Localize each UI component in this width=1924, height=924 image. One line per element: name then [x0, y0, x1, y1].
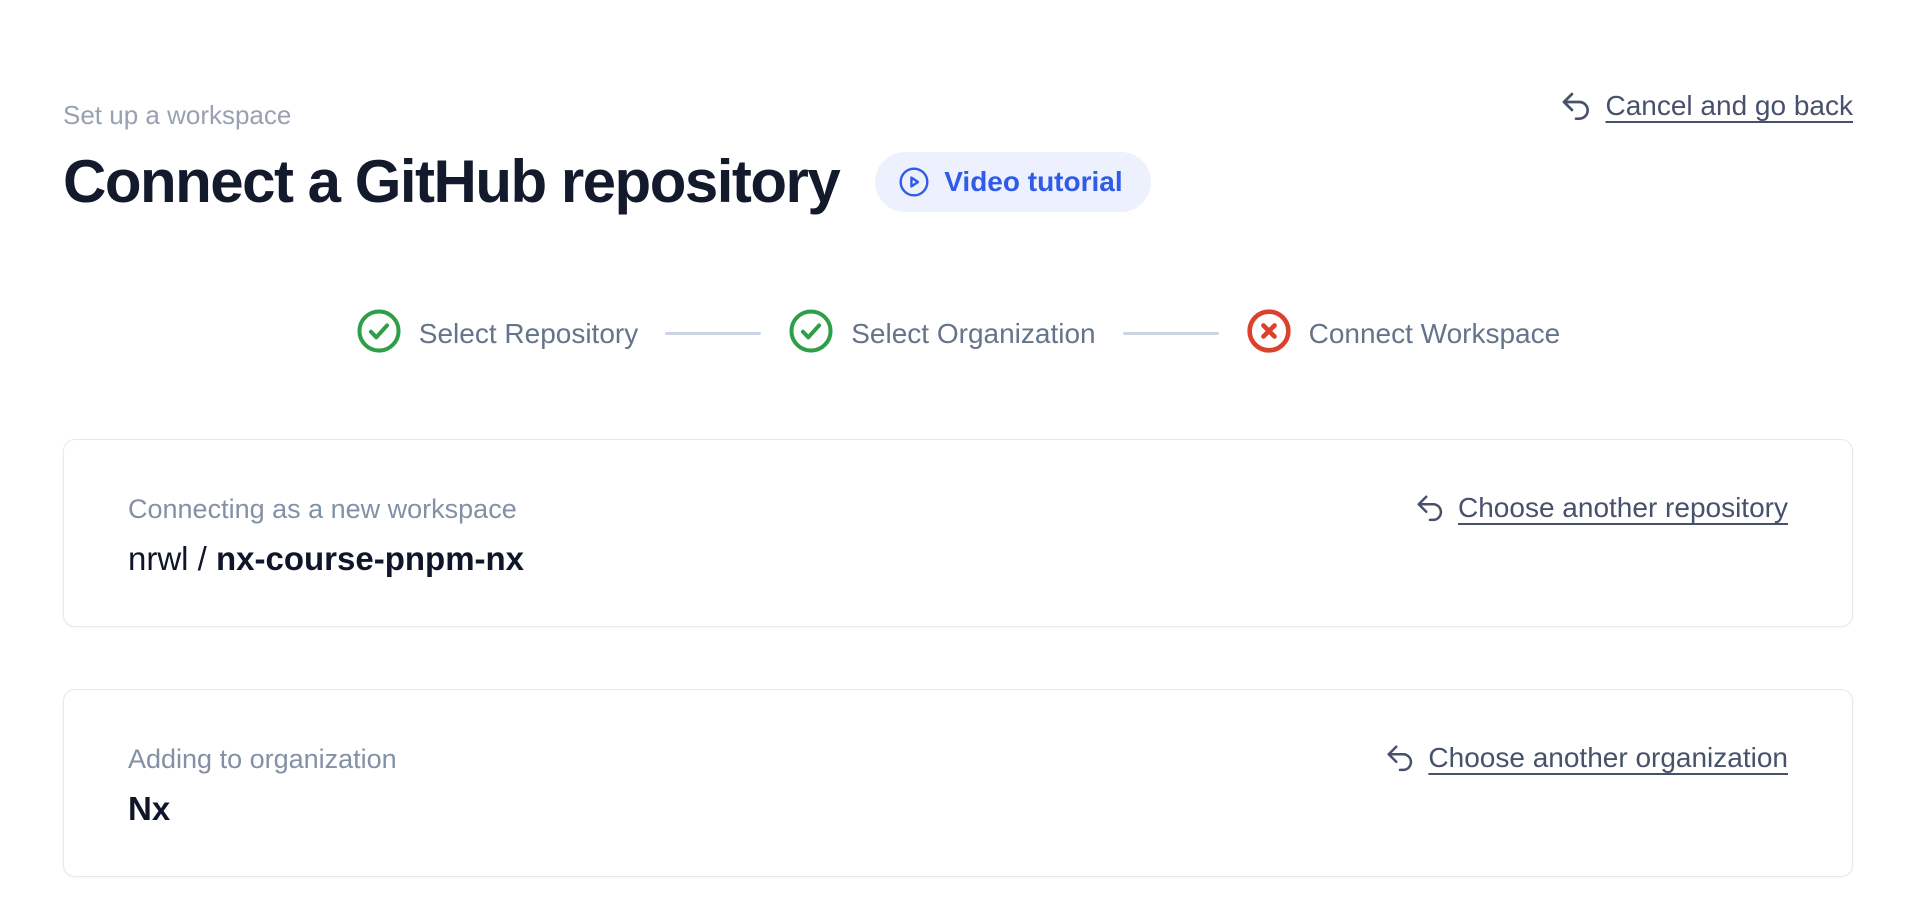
- setup-stepper: Select Repository Select Organization Co…: [63, 308, 1853, 359]
- step-label: Connect Workspace: [1308, 317, 1561, 349]
- repository-owner: nrwl /: [128, 540, 217, 577]
- repository-card-label: Connecting as a new workspace: [128, 494, 517, 524]
- summary-cards: Connecting as a new workspace nrwl / nx-…: [63, 439, 1853, 877]
- stepper-connector: [1122, 332, 1219, 335]
- repository-card-info: Connecting as a new workspace nrwl / nx-…: [128, 492, 524, 580]
- undo-arrow-icon: [1415, 493, 1445, 523]
- step-label: Select Repository: [418, 317, 639, 349]
- organization-card-label: Adding to organization: [128, 744, 397, 774]
- step-complete-check-icon: [788, 308, 834, 359]
- step-connect-workspace: Connect Workspace: [1246, 308, 1561, 359]
- organization-name: Nx: [128, 790, 171, 827]
- choose-another-organization-label: Choose another organization: [1428, 742, 1788, 773]
- page-title: Connect a GitHub repository: [63, 148, 841, 215]
- step-select-repository: Select Repository: [356, 308, 638, 359]
- title-row: Connect a GitHub repository Video tutori…: [63, 146, 1151, 218]
- stepper-connector: [665, 332, 762, 335]
- organization-card-info: Adding to organization Nx: [128, 742, 397, 830]
- choose-another-repository-link[interactable]: Choose another repository: [1415, 492, 1788, 524]
- step-select-organization: Select Organization: [788, 308, 1096, 359]
- page-header: Set up a workspace Connect a GitHub repo…: [63, 90, 1853, 218]
- undo-arrow-icon: [1385, 743, 1415, 773]
- repository-name: nrwl / nx-course-pnpm-nx: [128, 538, 524, 580]
- page: Set up a workspace Connect a GitHub repo…: [63, 90, 1853, 877]
- eyebrow-label: Set up a workspace: [63, 100, 292, 130]
- choose-another-organization-link[interactable]: Choose another organization: [1385, 742, 1788, 774]
- video-tutorial-label: Video tutorial: [944, 166, 1123, 197]
- undo-arrow-icon: [1560, 90, 1592, 122]
- cancel-and-go-back-link[interactable]: Cancel and go back: [1560, 90, 1853, 122]
- organization-card: Adding to organization Nx Choose another…: [63, 689, 1853, 877]
- step-error-x-icon: [1246, 308, 1292, 359]
- repository-repo-name: nx-course-pnpm-nx: [216, 540, 525, 577]
- step-label: Select Organization: [851, 317, 1096, 349]
- repository-card: Connecting as a new workspace nrwl / nx-…: [63, 439, 1853, 627]
- video-tutorial-button[interactable]: Video tutorial: [875, 152, 1151, 212]
- cancel-and-go-back-label: Cancel and go back: [1605, 90, 1853, 121]
- header-left: Set up a workspace Connect a GitHub repo…: [63, 98, 1151, 218]
- play-circle-icon: [897, 165, 931, 199]
- step-complete-check-icon: [356, 308, 402, 359]
- choose-another-repository-label: Choose another repository: [1458, 492, 1788, 523]
